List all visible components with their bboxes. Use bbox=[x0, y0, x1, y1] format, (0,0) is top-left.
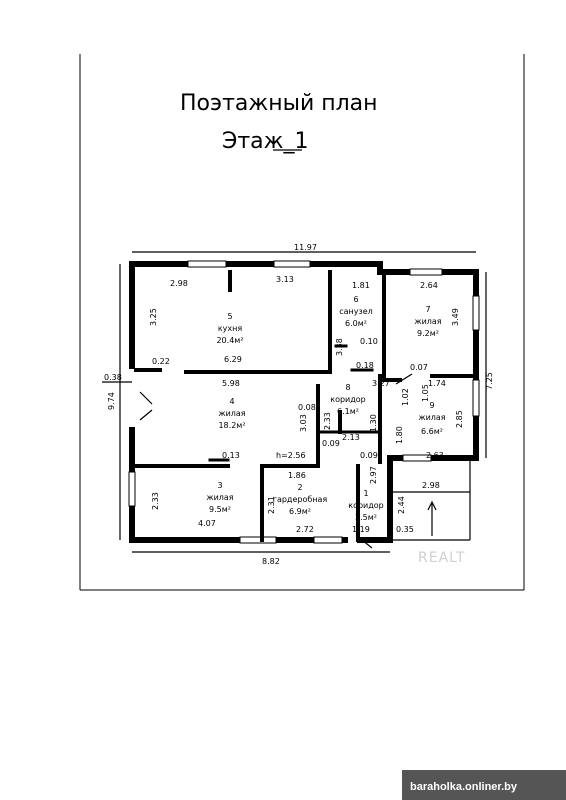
dim-008: 0.08 bbox=[298, 403, 316, 412]
dim-022: 0.22 bbox=[152, 357, 170, 366]
dim-349: 3.49 bbox=[451, 308, 460, 326]
dim-130: 1.30 bbox=[369, 414, 378, 432]
room-label-living-4: 4 жилая 18.2м² bbox=[218, 397, 245, 430]
room-name: коридор bbox=[348, 501, 384, 510]
room-number: 7 bbox=[425, 305, 430, 314]
dim-298-top: 2.98 bbox=[170, 279, 188, 288]
room-name: коридор bbox=[330, 395, 366, 404]
dim-233-mid: 2.33 bbox=[323, 412, 332, 430]
dim-181: 1.81 bbox=[352, 281, 370, 290]
windows bbox=[128, 260, 480, 544]
room-label-bedroom-3: 3 жилая 9.5м² bbox=[206, 481, 233, 514]
room-number: 3 bbox=[217, 481, 222, 490]
room-label-wardrobe: 2 гардеробная 6.9м² bbox=[273, 483, 328, 516]
room-label-bedroom-9: 9 жилая 6.6м² bbox=[418, 401, 445, 436]
room-name: жилая bbox=[206, 493, 233, 502]
watermark: REALT bbox=[418, 550, 466, 566]
dim-233-left: 2.33 bbox=[151, 492, 160, 510]
plan-title: Поэтажный план bbox=[180, 91, 378, 116]
room-label-bedroom-7: 7 жилая 9.2м² bbox=[414, 305, 441, 338]
dim-119: 1.19 bbox=[352, 525, 370, 534]
room-name: жилая bbox=[418, 413, 445, 422]
dim-338: 3.38 bbox=[335, 338, 344, 356]
dim-325: 3.25 bbox=[149, 308, 158, 326]
room-area: 6.6м² bbox=[421, 427, 443, 436]
dim-010: 0.10 bbox=[360, 337, 378, 346]
dim-213: 2.13 bbox=[342, 433, 360, 442]
room-area: 3.5м² bbox=[355, 513, 377, 522]
ceiling-height: h=2.56 bbox=[276, 451, 306, 460]
room-name: жилая bbox=[218, 409, 245, 418]
dim-186: 1.86 bbox=[288, 471, 306, 480]
room-number: 1 bbox=[363, 489, 368, 498]
room-area: 9.5м² bbox=[209, 505, 231, 514]
room-label-kitchen: 5 кухня 20.4м² bbox=[216, 312, 243, 345]
dim-013: 0.13 bbox=[222, 451, 240, 460]
entrance-area bbox=[139, 373, 471, 549]
dim-272: 2.72 bbox=[296, 525, 314, 534]
dim-009b: 0.09 bbox=[360, 451, 378, 460]
dim-327: 3.27 bbox=[372, 379, 390, 388]
room-number: 5 bbox=[227, 312, 232, 321]
room-name: кухня bbox=[218, 324, 243, 333]
room-area: 9.2м² bbox=[417, 329, 439, 338]
dim-180: 1.80 bbox=[395, 426, 404, 444]
room-name: гардеробная bbox=[273, 495, 328, 504]
dim-102: 1.02 bbox=[401, 388, 410, 406]
dim-018: 0.18 bbox=[356, 361, 374, 370]
room-label-corridor-8: 8 коридор 6.1м² bbox=[330, 383, 366, 416]
dim-297: 2.97 bbox=[369, 466, 378, 484]
room-number: 4 bbox=[229, 397, 234, 406]
dim-629: 6.29 bbox=[224, 355, 242, 364]
dim-244: 2.44 bbox=[397, 496, 406, 514]
room-area: 18.2м² bbox=[218, 421, 245, 430]
dim-407: 4.07 bbox=[198, 519, 216, 528]
dim-298-low: 2.98 bbox=[422, 481, 440, 490]
dim-231: 2.31 bbox=[267, 496, 276, 514]
room-number: 6 bbox=[353, 295, 358, 304]
room-name: санузел bbox=[339, 307, 373, 316]
room-area: 6.9м² bbox=[289, 507, 311, 516]
room-area: 20.4м² bbox=[216, 336, 243, 345]
footer-badge bbox=[402, 770, 566, 800]
dim-303: 3.03 bbox=[299, 414, 308, 432]
interior-walls bbox=[134, 270, 478, 542]
dim-035: 0.35 bbox=[396, 525, 414, 534]
dim-038: 0.38 bbox=[104, 373, 122, 382]
room-number: 8 bbox=[345, 383, 350, 392]
dim-overall-top: 11.97 bbox=[294, 243, 317, 252]
room-label-bathroom: 6 санузел 6.0м² bbox=[339, 295, 373, 328]
dim-105: 1.05 bbox=[421, 384, 430, 402]
room-name: жилая bbox=[414, 317, 441, 326]
dim-313: 3.13 bbox=[276, 275, 294, 284]
dim-598: 5.98 bbox=[222, 379, 240, 388]
room-label-corridor-1: 1 коридор 3.5м² bbox=[348, 489, 384, 522]
dim-right-height: 7.25 bbox=[485, 372, 494, 390]
dim-174: 1.74 bbox=[428, 379, 446, 388]
footer-site-link[interactable]: baraholka.onliner.by bbox=[410, 781, 518, 793]
room-area: 6.1м² bbox=[337, 407, 359, 416]
dim-264: 2.64 bbox=[420, 281, 438, 290]
dim-009a: 0.09 bbox=[322, 439, 340, 448]
dim-overall-bottom: 8.82 bbox=[262, 557, 280, 566]
room-number: 9 bbox=[429, 401, 434, 410]
room-area: 6.0м² bbox=[345, 319, 367, 328]
dimension-lines bbox=[102, 251, 487, 553]
dim-263: 2.63 bbox=[426, 451, 444, 460]
dim-007: 0.07 bbox=[410, 363, 428, 372]
dim-285: 2.85 bbox=[455, 410, 464, 428]
room-number: 2 bbox=[297, 483, 302, 492]
dim-left-height: 9.74 bbox=[107, 392, 116, 410]
